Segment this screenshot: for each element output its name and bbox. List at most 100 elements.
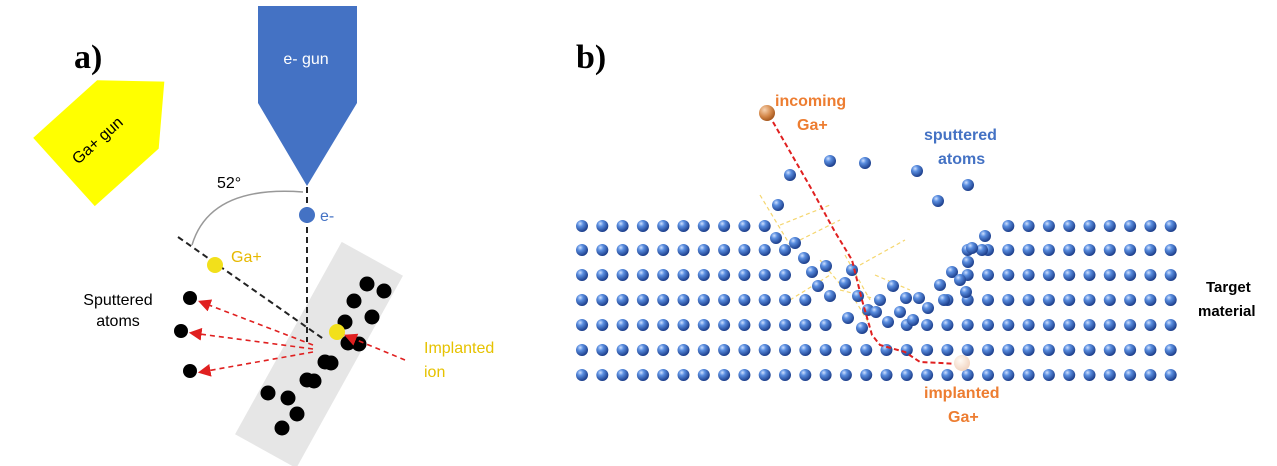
ga-ion-label: Ga+ [231,249,262,266]
displaced-atom [789,237,801,249]
lattice-atom [758,269,771,281]
lattice-atom [900,344,913,356]
lattice-atom [819,369,832,381]
lattice-atom [819,344,832,356]
sample-slab [235,241,403,466]
displaced-atom [979,230,991,242]
incoming-label-line1: incoming [775,93,846,110]
lattice-atom [697,319,710,331]
lattice-atom [636,294,649,306]
incoming-label-line2: Ga+ [797,117,828,134]
lattice-atom [1124,244,1137,256]
panel-b: b) incoming Ga+ implanted Ga+ [576,39,1256,426]
panel-a: a) e- gun Ga+ gun 52° e- Ga+ [33,6,494,466]
lattice-atom [596,319,609,331]
sputtered-label-line2: atoms [938,151,985,168]
lattice-atom [779,369,791,381]
displaced-atom [812,280,824,292]
lattice-atom [718,269,731,281]
sputter-arrow-1 [198,299,314,346]
lattice-atom [1002,269,1015,281]
lattice-atom [758,294,771,306]
displaced-atom [839,277,851,289]
displaced-atom [887,280,899,292]
sample-atom [364,309,380,325]
displaced-atom [907,314,919,326]
lattice-atom [1124,220,1137,232]
sample-atom [376,283,392,299]
lattice-atom [941,319,954,331]
lattice-atom [1144,344,1157,356]
lattice-atom [1022,369,1035,381]
lattice-atom [1124,369,1137,381]
ga-ion-dot [207,257,223,273]
implanted-label-line1: Implanted [424,340,494,357]
lattice-atom [677,269,690,281]
implanted-label-line2: Ga+ [948,409,979,426]
target-lattice [576,220,1177,381]
lattice-atom [657,294,670,306]
lattice-atom [860,369,873,381]
lattice-atom [1063,369,1076,381]
ga-trajectory [768,114,961,365]
displaced-atom [946,266,958,278]
lattice-atom [718,220,731,232]
displaced-atom [900,292,912,304]
lattice-atom [1063,294,1076,306]
displaced-atom [798,252,810,264]
lattice-atom [1103,319,1116,331]
lattice-atom [1002,319,1015,331]
lattice-atom [596,369,609,381]
lattice-atom [1083,269,1096,281]
lattice-atom [677,319,690,331]
lattice-atom [616,269,629,281]
lattice-atom [636,220,649,232]
lattice-atom [657,220,670,232]
sample-atom [359,276,375,292]
sputtered-label-line2: atoms [96,313,140,330]
lattice-atom [697,369,710,381]
sample-atom [306,373,322,389]
lattice-atom [1164,269,1177,281]
lattice-atom [738,369,751,381]
displaced-atom [842,312,854,324]
cascade-atoms [770,230,991,334]
displaced-atom [882,316,894,328]
lattice-atom [1103,220,1116,232]
lattice-atom [1022,269,1035,281]
lattice-atom [982,319,994,331]
target-label-line1: Target [1206,279,1251,296]
lattice-atom [1002,294,1015,306]
lattice-atom [819,319,832,331]
lattice-atom [799,294,812,306]
displaced-atom [894,306,906,318]
lattice-atom [839,344,852,356]
incoming-ga-atom [759,105,775,121]
lattice-atom [1042,220,1055,232]
collision-lines [759,194,911,326]
lattice-atom [657,344,670,356]
panel-b-letter: b) [576,39,606,76]
lattice-atom [1103,369,1116,381]
lattice-atom [718,319,731,331]
lattice-atom [616,244,629,256]
displaced-atom [966,242,978,254]
lattice-atom [596,269,609,281]
lattice-atom [758,319,771,331]
lattice-atom [576,244,588,256]
lattice-atom [1144,369,1157,381]
lattice-atom [738,269,751,281]
sputtered-atom [183,364,197,378]
lattice-atom [779,294,791,306]
sputtered-label-line1: sputtered [924,127,997,144]
lattice-atom [738,344,751,356]
lattice-atom [1042,344,1055,356]
lattice-atom [860,344,873,356]
lattice-atom [779,269,791,281]
lattice-atom [576,269,588,281]
lattice-atom [697,220,710,232]
lattice-atom [900,369,913,381]
sputtered-atom [772,199,784,211]
lattice-atom [1103,244,1116,256]
sample-atom [289,406,305,422]
